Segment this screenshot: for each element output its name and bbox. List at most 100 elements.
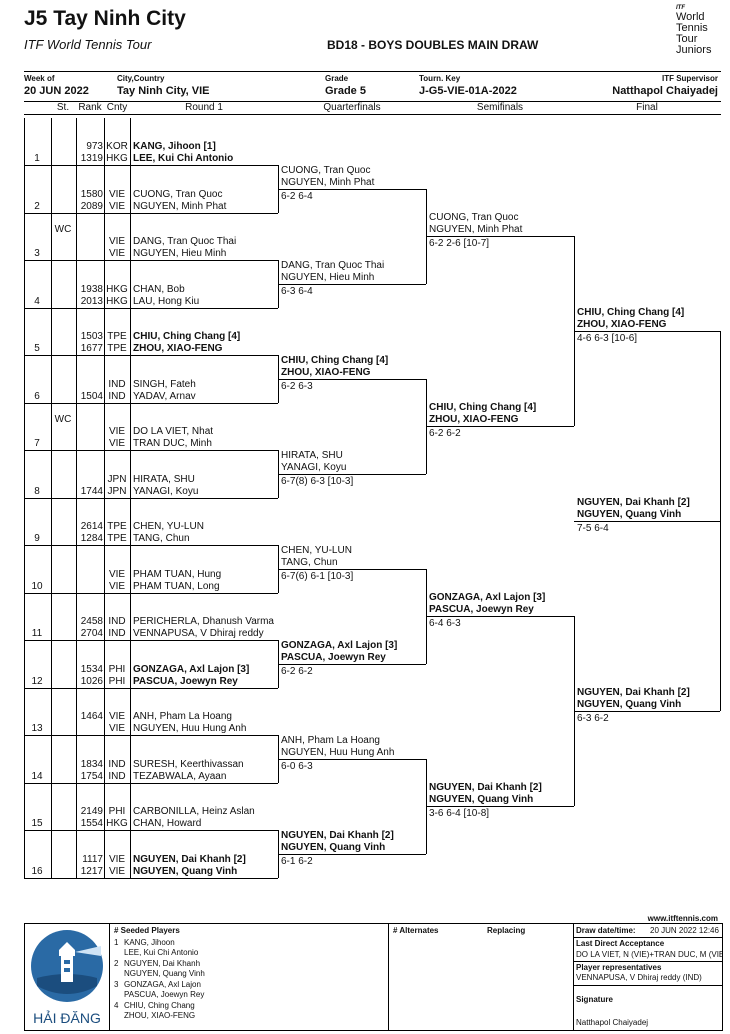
draw-line-number: 8 <box>34 485 40 497</box>
player-country: VIE <box>108 568 126 580</box>
quarterfinal-score: 6-7(8) 6-3 [10-3] <box>281 475 354 487</box>
player-name: VENNAPUSA, V Dhiraj reddy <box>133 628 264 639</box>
quarterfinal-team-player1: CUONG, Tran Quoc <box>281 164 371 176</box>
player-country: PHI <box>108 675 126 687</box>
player-name: LAU, Hong Kiu <box>133 295 200 307</box>
player-name: HIRATA, SHU <box>133 473 195 485</box>
finalist-team-player1: CHIU, Ching Chang [4] <box>577 307 685 319</box>
player-rank: 1754 <box>80 770 103 782</box>
tournament-subtitle: ITF World Tennis Tour <box>24 37 152 52</box>
draw-line-number: 15 <box>31 818 43 829</box>
player-name: DO LA VIET, Nhat <box>133 426 214 437</box>
seeded-player1: NGUYEN, Dai Khanh <box>124 959 201 968</box>
player-rank: 2614 <box>80 521 103 532</box>
player-country: VIE <box>108 865 126 877</box>
quarterfinal-team-player1: CHEN, YU-LUN <box>281 544 352 556</box>
player-name: PASCUA, Joewyn Rey <box>133 675 238 687</box>
column-header: Rank <box>78 102 102 113</box>
quarterfinal-team-player2: TANG, Chun <box>281 556 338 568</box>
quarterfinal-score: 6-7(6) 6-1 [10-3] <box>281 570 354 582</box>
signature-label: Signature <box>576 995 613 1004</box>
player-rank: 1677 <box>80 343 103 354</box>
entry-status: WC <box>54 414 72 425</box>
quarterfinal-team-player2: ZHOU, XIAO-FENG <box>281 366 371 378</box>
semifinal-team-player2: PASCUA, Joewyn Rey <box>429 604 534 616</box>
info-value: 20 JUN 2022 <box>24 85 89 97</box>
quarterfinal-team-player1: CHIU, Ching Chang [4] <box>281 354 389 366</box>
quarterfinal-score: 6-2 6-2 <box>281 665 313 677</box>
header-rule <box>24 71 721 72</box>
quarterfinal-team-player1: ANH, Pham La Hoang <box>281 734 380 746</box>
draw-line-number: 4 <box>34 295 40 307</box>
player-country: HKG <box>106 818 128 829</box>
quarterfinal-team-player1: HIRATA, SHU <box>281 449 343 461</box>
player-rank: 2704 <box>80 628 103 639</box>
draw-line-number: 16 <box>31 865 43 877</box>
seeded-header: # Seeded Players <box>114 926 180 935</box>
draw-line-number: 7 <box>34 438 40 449</box>
player-name: YANAGI, Koyu <box>133 485 199 497</box>
quarterfinal-team-player2: NGUYEN, Huu Hung Anh <box>281 746 395 758</box>
info-label: City,Country <box>117 74 165 83</box>
player-country: IND <box>108 616 126 627</box>
replacing-header: Replacing <box>487 926 526 935</box>
column-header: St. <box>56 102 70 113</box>
logo-itf-text: ITF <box>676 5 685 11</box>
quarterfinal-team-player1: DANG, Tran Quoc Thai <box>281 259 385 271</box>
seed-number: 4 <box>114 1001 119 1010</box>
draw-line-number: 2 <box>34 200 40 212</box>
player-country: JPN <box>107 473 127 485</box>
draw-line-number: 1 <box>34 153 40 164</box>
champion-score: 7-5 6-4 <box>577 523 609 535</box>
player-country: VIE <box>108 853 126 865</box>
player-country: HKG <box>106 283 128 295</box>
player-name: CHEN, YU-LUN <box>133 521 204 532</box>
player-rank: 2013 <box>80 295 103 307</box>
player-name: NGUYEN, Quang Vinh <box>133 865 238 877</box>
draw-line-number: 11 <box>31 628 43 639</box>
player-country: TPE <box>107 343 127 354</box>
itf-juniors-logo: ITF World Tennis Tour Juniors <box>676 5 722 56</box>
player-name: CUONG, Tran Quoc <box>133 188 223 200</box>
info-value: Tay Ninh City, VIE <box>117 85 210 97</box>
player-name: TEZABWALA, Ayaan <box>133 770 227 782</box>
player-rank: 1744 <box>80 485 103 497</box>
logo-line2: Tennis <box>676 22 708 34</box>
quarterfinal-score: 6-1 6-2 <box>281 855 313 867</box>
semifinal-team-player2: NGUYEN, Minh Phat <box>429 224 523 236</box>
player-name: SURESH, Keerthivassan <box>133 758 244 770</box>
player-name: CARBONILLA, Heinz Aslan <box>133 806 255 817</box>
champion-team-player2: NGUYEN, Quang Vinh <box>577 509 682 521</box>
player-name: ANH, Pham La Hoang <box>133 711 232 722</box>
player-country: VIE <box>108 723 126 734</box>
player-rank: 1503 <box>80 331 103 342</box>
info-label: Week of <box>24 74 55 83</box>
column-header: Final <box>636 102 658 113</box>
player-country: PHI <box>108 806 126 817</box>
quarterfinal-score: 6-0 6-3 <box>281 760 313 772</box>
player-name: PHAM TUAN, Hung <box>133 568 222 580</box>
player-name: DANG, Tran Quoc Thai <box>133 236 237 247</box>
player-country: VIE <box>108 711 126 722</box>
player-rank: 1580 <box>80 188 103 200</box>
player-name: NGUYEN, Hieu Minh <box>133 248 227 259</box>
player-rank: 1554 <box>80 818 103 829</box>
player-country: VIE <box>108 188 126 200</box>
seeded-player1: CHIU, Ching Chang <box>124 1001 195 1010</box>
player-name: GONZAGA, Axl Lajon [3] <box>133 663 250 675</box>
player-country: TPE <box>107 521 127 532</box>
player-country: IND <box>108 758 126 770</box>
player-name: CHAN, Bob <box>133 283 185 295</box>
quarterfinal-score: 6-2 6-4 <box>281 190 313 202</box>
website-link[interactable]: www.itftennis.com <box>647 914 718 923</box>
column-header: Round 1 <box>185 102 223 113</box>
player-rank: 1834 <box>80 758 103 770</box>
player-name: CHAN, Howard <box>133 818 202 829</box>
player-country: VIE <box>108 426 126 437</box>
semifinal-team-player2: ZHOU, XIAO-FENG <box>429 414 519 426</box>
seeded-player2: ZHOU, XIAO-FENG <box>124 1011 196 1020</box>
seed-number: 3 <box>114 980 119 989</box>
player-country: VIE <box>108 236 126 247</box>
draw-title: BD18 - BOYS DOUBLES MAIN DRAW <box>327 38 539 52</box>
